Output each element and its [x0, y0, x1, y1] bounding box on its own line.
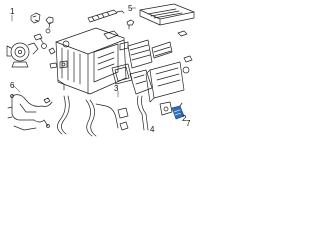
actuator-small-center: [59, 60, 68, 69]
filter-cover-top-right: [139, 3, 195, 37]
callout-label-5: 5: [128, 4, 133, 13]
gasket-frame: [111, 63, 133, 85]
callout-label-6: 6: [10, 81, 15, 90]
housing-side-clip: [48, 47, 58, 69]
callout-label-4: 4: [150, 125, 155, 134]
pipe-fitting-lower: [117, 107, 129, 131]
clip-part-upper-left: [30, 12, 41, 24]
case-half-lower: [129, 69, 153, 95]
hvac-unit-exploded-view: [6, 3, 195, 137]
actuator-motor-right: [159, 101, 173, 116]
heater-core-right: [151, 41, 173, 59]
drain-hose-lower: [57, 95, 70, 135]
highlighted-sensor-part: [171, 102, 185, 120]
side-pipe-right: [137, 95, 149, 131]
callout-label-2: 2: [182, 114, 187, 123]
parts-diagram: 1 5 6 3 2 7 4: [0, 0, 200, 147]
hvac-main-housing: [55, 27, 129, 95]
callout-label-7: 7: [186, 119, 191, 128]
leader-lines: [11, 7, 183, 115]
duct-box-right: [145, 55, 193, 103]
pipe-assembly-top: [87, 9, 125, 23]
small-clip-top: [126, 19, 135, 30]
blower-motor: [6, 42, 39, 68]
small-clip-lower-left: [43, 97, 51, 104]
motor-resistor-small: [33, 33, 47, 49]
wiring-harness: [7, 94, 53, 131]
hose-pipe-lower-center: [85, 99, 119, 137]
callout-label-3: 3: [114, 84, 119, 93]
evaporator-core: [127, 39, 153, 69]
callout-label-1: 1: [10, 7, 15, 16]
small-bracket-part: [45, 16, 54, 34]
